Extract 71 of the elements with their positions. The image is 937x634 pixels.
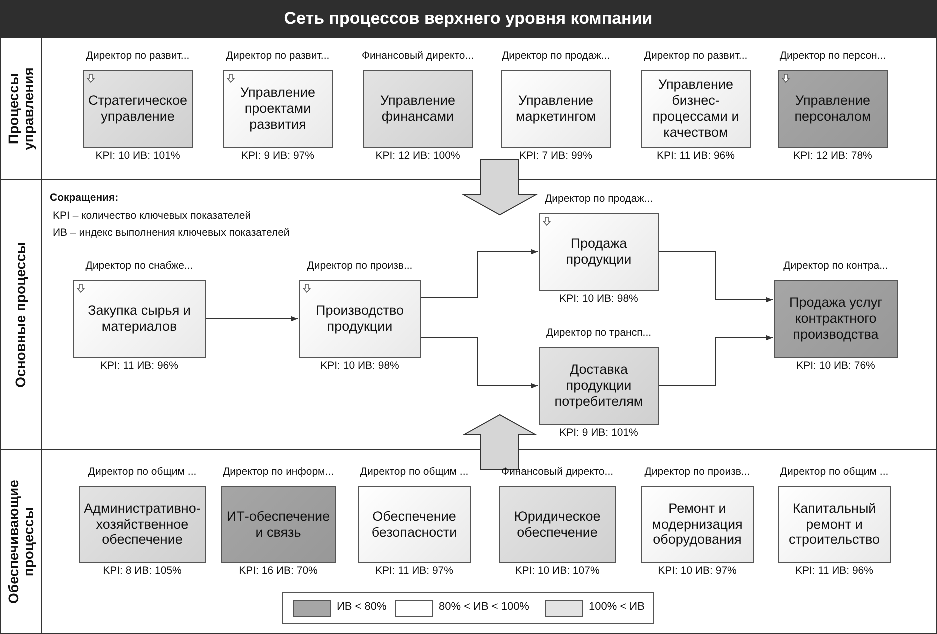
connector-arrow bbox=[658, 252, 774, 303]
note-text: ИВ – индекс выполнения ключевых показателей bbox=[53, 227, 290, 239]
owner-label: Директор по контра... bbox=[784, 260, 888, 272]
kpi-label: KPI: 10 ИВ: 98% bbox=[320, 360, 400, 372]
process-name: Юридическое обеспечение bbox=[513, 508, 602, 540]
kpi-label: KPI: 11 ИВ: 96% bbox=[100, 360, 178, 372]
block-arrow bbox=[462, 160, 538, 216]
process-name: Производство продукции bbox=[314, 303, 406, 335]
process-name: ИТ-обеспечение и связь bbox=[226, 508, 332, 540]
owner-label: Директор по общим ... bbox=[360, 466, 469, 478]
process-name: Административно-хозяйственное обеспечение bbox=[83, 500, 202, 548]
lane-heading: Процессы управления bbox=[6, 66, 36, 152]
kpi-label: KPI: 9 ИВ: 97% bbox=[242, 150, 314, 162]
owner-label: Директор по персон... bbox=[780, 50, 886, 62]
kpi-label: KPI: 8 ИВ: 105% bbox=[103, 565, 182, 577]
lane-heading: Основные процессы bbox=[14, 241, 28, 390]
process-name: Управление проектами развития bbox=[239, 85, 317, 133]
process-name: Продажа продукции bbox=[565, 236, 633, 268]
swimlane bbox=[0, 180, 937, 450]
process-name: Продажа услуг контрактного производства bbox=[788, 295, 884, 343]
note-text: KPI – количество ключевых показателей bbox=[53, 210, 252, 222]
kpi-label: KPI: 10 ИВ: 107% bbox=[515, 565, 600, 577]
notes-heading: Сокращения: bbox=[50, 192, 119, 204]
connector-arrow bbox=[204, 316, 298, 322]
kpi-label: KPI: 11 ИВ: 96% bbox=[796, 565, 874, 577]
owner-label: Директор по развит... bbox=[644, 50, 748, 62]
legend-label: ИВ < 80% bbox=[337, 601, 387, 613]
owner-label: Директор по трансп... bbox=[546, 327, 652, 339]
kpi-label: KPI: 10 ИВ: 101% bbox=[96, 150, 180, 162]
legend-label: 100% < ИВ bbox=[589, 601, 645, 613]
swimlane bbox=[0, 38, 937, 180]
owner-label: Директор по продаж... bbox=[545, 193, 653, 205]
process-name: Управление персоналом bbox=[794, 93, 872, 125]
kpi-label: KPI: 12 ИВ: 78% bbox=[794, 150, 872, 162]
connector-arrow bbox=[420, 338, 538, 389]
connector-arrow bbox=[658, 335, 774, 386]
owner-label: Директор по произв... bbox=[644, 466, 750, 478]
kpi-label: KPI: 11 ИВ: 96% bbox=[657, 150, 735, 162]
owner-label: Финансовый директо... bbox=[362, 50, 474, 62]
process-name: Управление маркетингом bbox=[514, 93, 597, 125]
process-name: Доставка продукции потребителям bbox=[554, 362, 644, 410]
owner-label: Директор по общим ... bbox=[88, 466, 197, 478]
owner-label: Директор по продаж... bbox=[502, 50, 610, 62]
process-name: Управление бизнес-процессами и качеством bbox=[652, 77, 740, 141]
kpi-label: KPI: 16 ИВ: 70% bbox=[239, 565, 318, 577]
owner-label: Директор по произв... bbox=[307, 260, 413, 272]
process-name: Ремонт и модернизация оборудования bbox=[651, 500, 744, 548]
owner-label: Директор по снабже... bbox=[86, 260, 194, 272]
owner-label: Директор по развит... bbox=[86, 50, 190, 62]
process-name: Обеспечение безопасности bbox=[370, 508, 458, 540]
kpi-label: KPI: 10 ИВ: 98% bbox=[560, 293, 638, 305]
kpi-label: KPI: 9 ИВ: 101% bbox=[560, 427, 638, 439]
process-name: Закупка сырья и материалов bbox=[87, 303, 192, 335]
owner-label: Директор по информ... bbox=[222, 466, 334, 478]
kpi-label: KPI: 11 ИВ: 97% bbox=[376, 565, 454, 577]
owner-label: Директор по общим ... bbox=[780, 466, 889, 478]
owner-label: Финансовый директо... bbox=[501, 466, 614, 478]
process-name: Стратегическое управление bbox=[87, 93, 189, 125]
diagram-title: Сеть процессов верхнего уровня компании bbox=[0, 0, 937, 38]
process-name: Капитальный ремонт и строительство bbox=[788, 500, 881, 548]
kpi-label: KPI: 7 ИВ: 99% bbox=[520, 150, 592, 162]
connector-arrow bbox=[420, 249, 538, 298]
kpi-label: KPI: 10 ИВ: 76% bbox=[796, 360, 876, 372]
process-name: Управление финансами bbox=[379, 93, 457, 125]
legend-label: 80% < ИВ < 100% bbox=[439, 601, 530, 613]
owner-label: Директор по развит... bbox=[226, 50, 330, 62]
kpi-label: KPI: 10 ИВ: 97% bbox=[658, 565, 737, 577]
lane-heading: Обеспечивающие процессы bbox=[6, 479, 36, 606]
block-arrow bbox=[462, 414, 538, 470]
swimlane bbox=[0, 450, 937, 634]
kpi-label: KPI: 12 ИВ: 100% bbox=[376, 150, 460, 162]
